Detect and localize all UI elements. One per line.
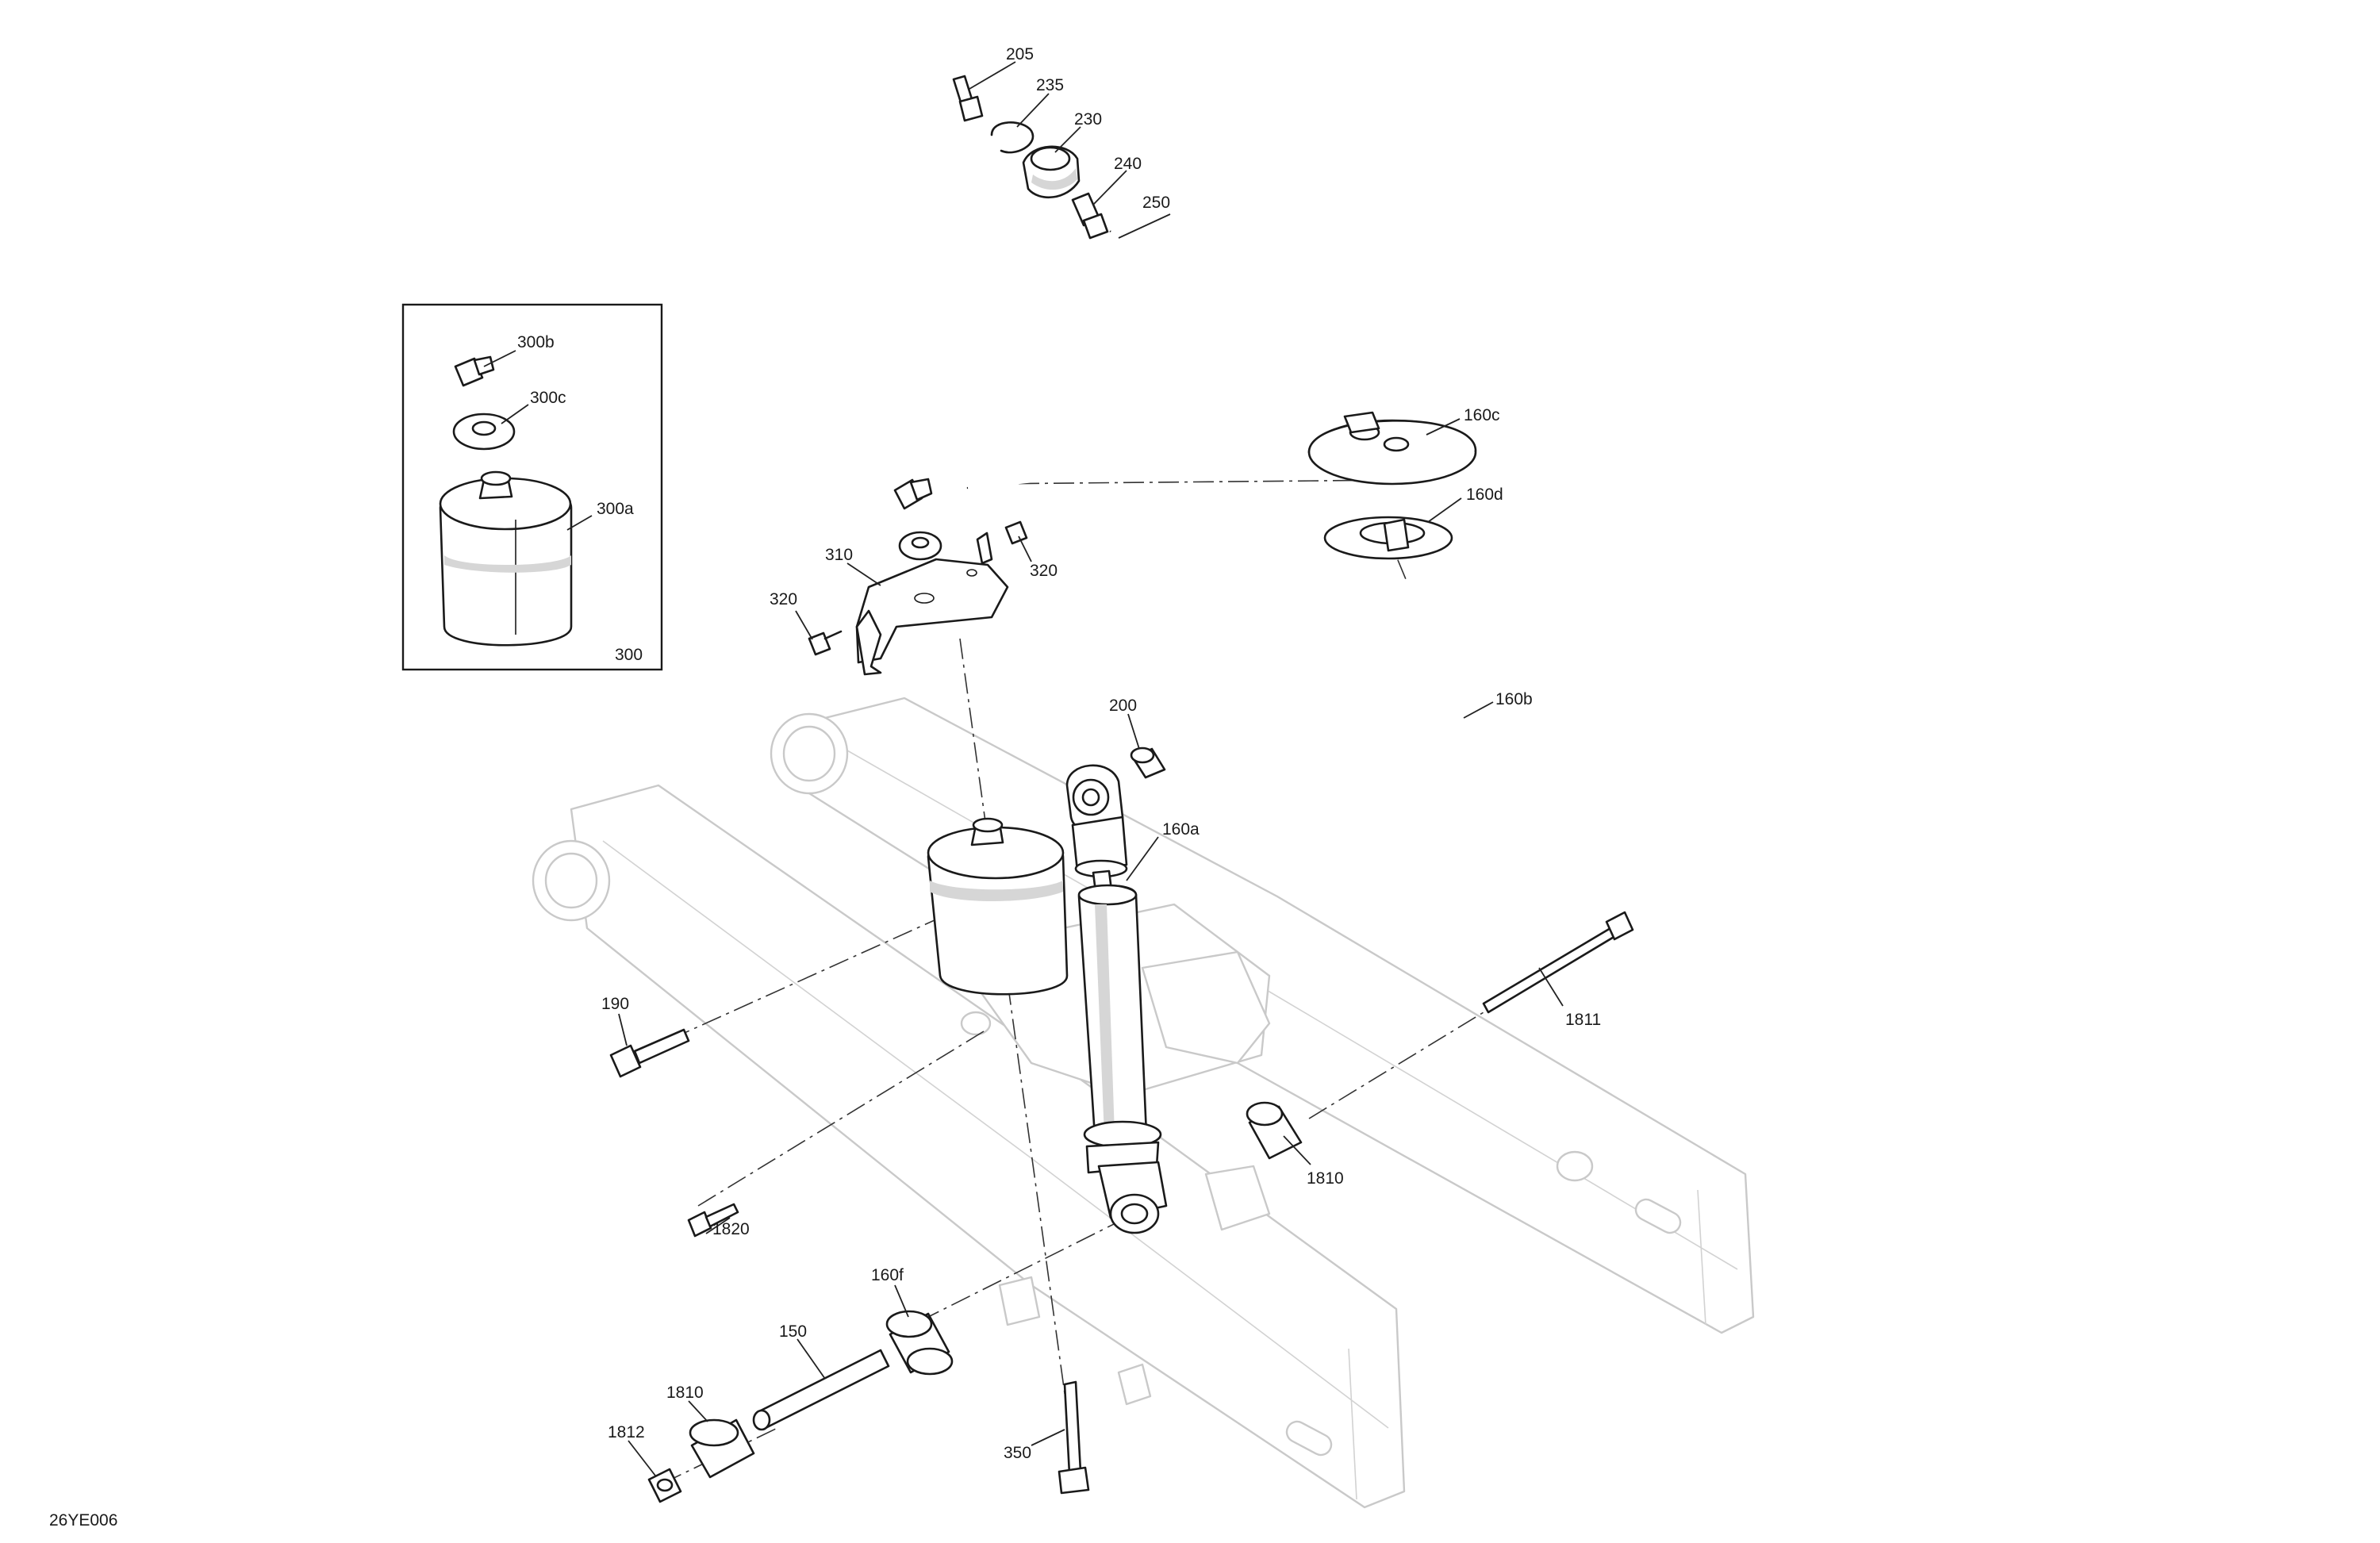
bushing-200 (1130, 747, 1166, 779)
bolt-350 (1058, 1380, 1090, 1495)
callout-160d: 160d (1466, 486, 1503, 504)
callout-1810-left: 1810 (666, 1384, 704, 1402)
callout-320-right: 320 (1030, 562, 1058, 580)
callout-1810-right: 1810 (1307, 1169, 1344, 1188)
callout-320-left: 320 (770, 590, 797, 608)
callout-235: 235 (1036, 76, 1064, 94)
callout-300a: 300a (597, 500, 634, 518)
callout-250: 250 (1142, 194, 1170, 212)
nut-1812 (647, 1468, 682, 1503)
callout-350: 350 (1004, 1444, 1031, 1462)
shock-absorber-160a (1065, 764, 1168, 1234)
nut (898, 531, 942, 561)
reservoir-300a (439, 470, 573, 647)
leader-lines (483, 61, 1564, 1476)
callout-300: 300 (615, 646, 643, 664)
elbow-fitting (893, 478, 933, 510)
clip-235 (990, 121, 1035, 154)
callout-300c: 300c (530, 389, 566, 407)
callout-1820: 1820 (712, 1220, 750, 1238)
callout-160c: 160c (1464, 406, 1500, 424)
callout-160a: 160a (1162, 820, 1200, 839)
callout-240: 240 (1114, 155, 1142, 173)
callout-150: 150 (779, 1322, 807, 1341)
bolt-320-left (808, 630, 843, 656)
callout-200: 200 (1109, 697, 1137, 715)
inset-detail-box (401, 303, 663, 671)
callout-1811: 1811 (1565, 1011, 1601, 1029)
bolt-1820 (687, 1203, 739, 1238)
hose-250 (966, 230, 1216, 490)
callout-205: 205 (1006, 45, 1034, 63)
spring-stopper-160d (1323, 516, 1453, 560)
pin-150 (752, 1349, 890, 1431)
callout-160f: 160f (871, 1266, 904, 1284)
nut-300c (452, 413, 516, 451)
reservoir-body (927, 817, 1069, 996)
callout-300b: 300b (517, 333, 555, 351)
callout-160b: 160b (1495, 690, 1533, 708)
bushing-1810-right (1246, 1101, 1303, 1160)
callout-1812: 1812 (608, 1423, 645, 1441)
callout-310: 310 (825, 546, 853, 564)
spring-retainer-160c (1307, 411, 1477, 486)
bolt-320-right (1004, 520, 1028, 545)
fitting-240 (1071, 192, 1109, 240)
callout-190: 190 (601, 995, 629, 1013)
fitting-205 (952, 75, 984, 122)
bushing-1810-left (689, 1418, 755, 1479)
fitting-300b (454, 355, 495, 387)
figure-code: 26YE006 (49, 1511, 117, 1530)
coil-spring-160b (1338, 579, 1503, 928)
bushing-160f (885, 1310, 954, 1376)
grommet-230 (1022, 145, 1081, 199)
callout-labels: 205 235 230 240 250 300b 300c 300a 300 3… (517, 45, 1601, 1462)
bracket-310 (855, 532, 1009, 676)
bolt-1811 (1482, 911, 1634, 1014)
bolt-190 (609, 1028, 690, 1078)
callout-230: 230 (1074, 110, 1102, 129)
